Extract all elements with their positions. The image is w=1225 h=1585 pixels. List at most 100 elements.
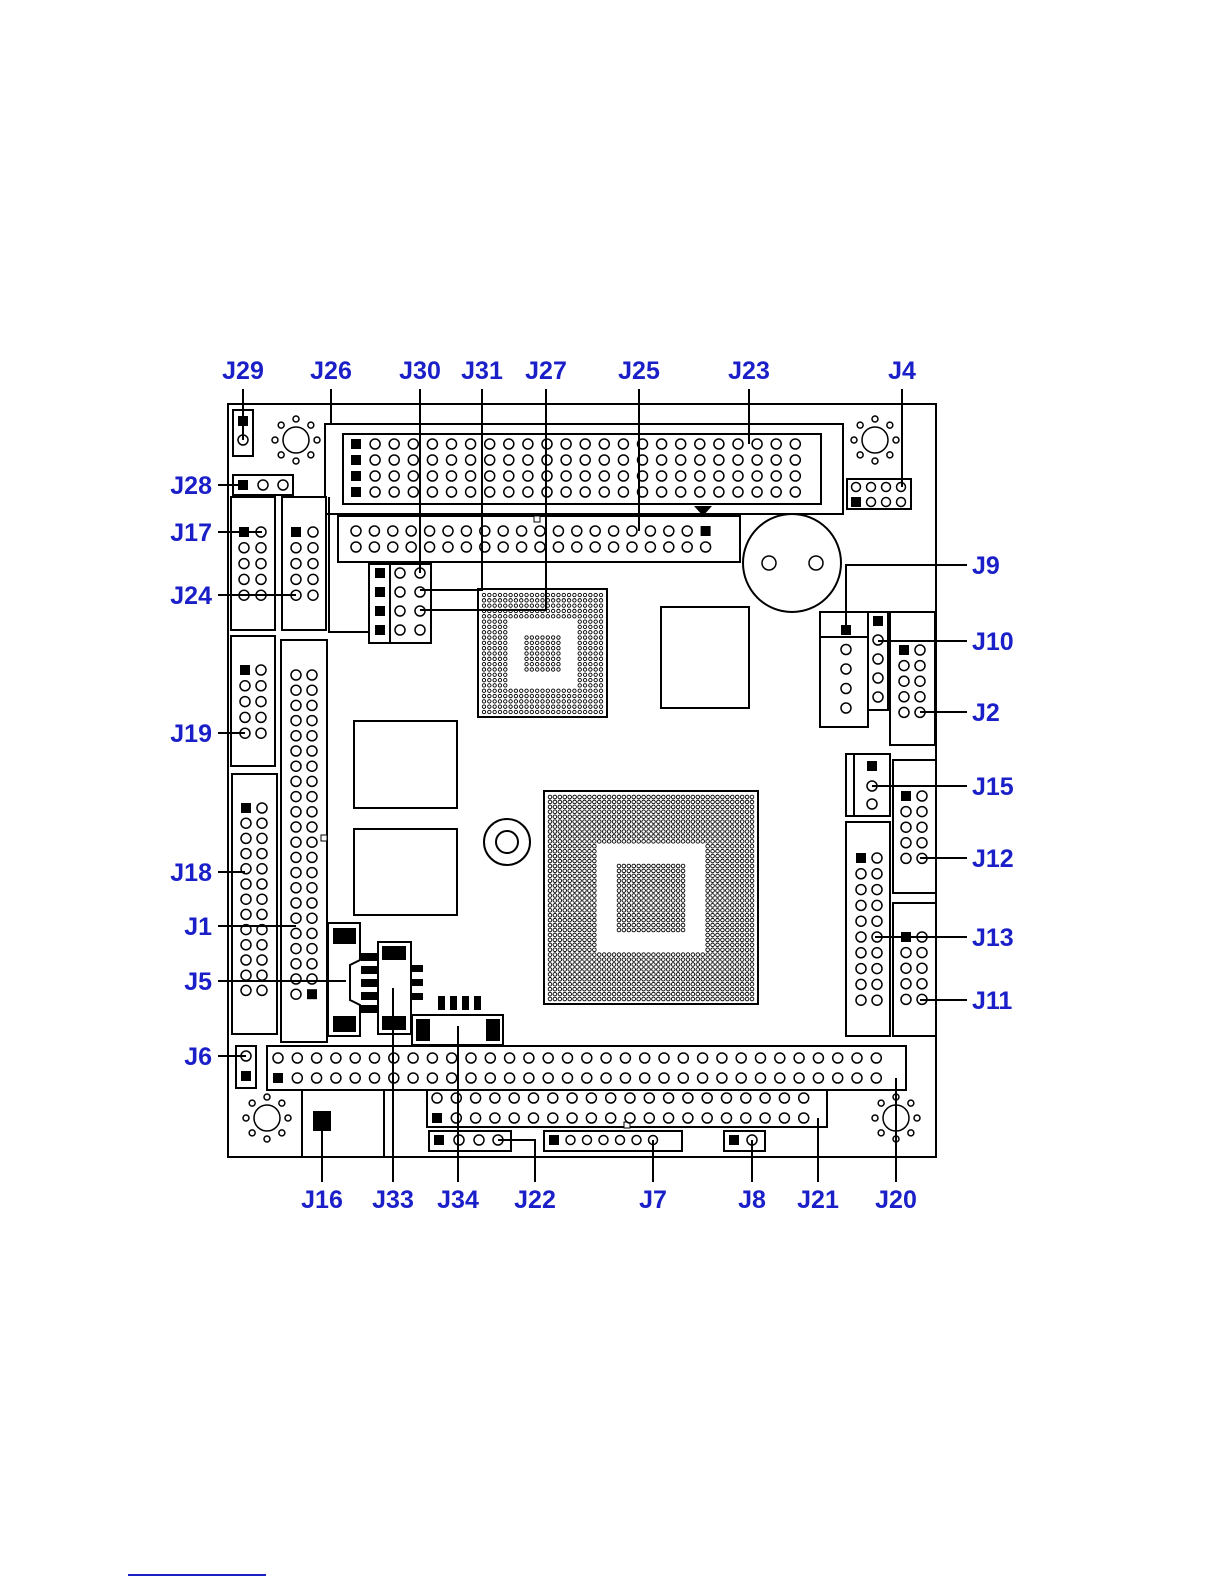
pin <box>553 526 563 536</box>
label-j28: J28 <box>170 472 212 500</box>
label-j8: J8 <box>738 1186 766 1214</box>
chip-c <box>354 829 457 915</box>
pin <box>307 837 317 847</box>
pin <box>714 487 724 497</box>
mounting-hole-via <box>249 1100 255 1106</box>
pin <box>395 606 405 616</box>
pin <box>370 1073 380 1083</box>
pin <box>627 526 637 536</box>
pin <box>722 1093 732 1103</box>
pin <box>917 963 927 973</box>
pin <box>657 439 667 449</box>
pin-1-square <box>291 527 301 537</box>
pin <box>256 543 266 553</box>
mounting-hole-via <box>278 422 284 428</box>
pin-1-square <box>549 1135 559 1145</box>
pin <box>308 574 318 584</box>
pin <box>466 1073 476 1083</box>
label-j21: J21 <box>797 1186 839 1214</box>
pin <box>471 1093 481 1103</box>
pin-1-square <box>701 526 711 536</box>
label-j10: J10 <box>972 628 1014 656</box>
pin <box>882 498 891 507</box>
pin <box>395 568 405 578</box>
pin <box>307 913 317 923</box>
pin <box>308 559 318 569</box>
pin <box>425 542 435 552</box>
j5-lead-1 <box>361 953 378 961</box>
mounting-hole-via <box>279 1100 285 1106</box>
pin <box>676 487 686 497</box>
pin <box>389 439 399 449</box>
mounting-hole-via <box>279 1130 285 1136</box>
pin <box>790 471 800 481</box>
pin <box>370 487 380 497</box>
pin <box>856 916 866 926</box>
pin <box>257 879 267 889</box>
pin-1-square <box>241 803 251 813</box>
pin <box>331 1053 341 1063</box>
pin <box>682 526 692 536</box>
label-j24: J24 <box>170 582 212 610</box>
pin <box>901 807 911 817</box>
pin <box>601 1053 611 1063</box>
j1-notch <box>321 835 327 841</box>
pin <box>775 1073 785 1083</box>
pin <box>901 963 911 973</box>
pin <box>901 994 911 1004</box>
pin <box>447 1053 457 1063</box>
pin <box>664 1113 674 1123</box>
pin <box>683 1093 693 1103</box>
j34-lead-1 <box>438 996 445 1010</box>
pin <box>599 439 609 449</box>
pin <box>504 471 514 481</box>
pin <box>872 948 882 958</box>
pin <box>627 542 637 552</box>
pin <box>291 898 301 908</box>
pin <box>586 1113 596 1123</box>
pin <box>872 853 882 863</box>
pin <box>432 1093 442 1103</box>
pin <box>291 959 301 969</box>
j25-notch <box>534 516 540 522</box>
j33-lead-3 <box>411 993 423 1000</box>
battery-hole-a <box>762 556 776 570</box>
pin <box>620 1053 630 1063</box>
pin <box>548 1093 558 1103</box>
pin <box>625 1113 635 1123</box>
pin <box>915 692 925 702</box>
j34-pad-right <box>486 1019 500 1041</box>
pin <box>741 1093 751 1103</box>
pin <box>240 697 250 707</box>
pin <box>307 700 317 710</box>
pin <box>917 979 927 989</box>
pin <box>291 883 301 893</box>
pin <box>676 455 686 465</box>
pin <box>752 439 762 449</box>
pin <box>257 970 267 980</box>
pin <box>915 645 925 655</box>
pin <box>291 822 301 832</box>
pin <box>664 542 674 552</box>
pin <box>370 455 380 465</box>
pin <box>427 471 437 481</box>
pin <box>291 792 301 802</box>
pin <box>561 455 571 465</box>
j33-pad-top <box>382 946 406 960</box>
mounting-hole-via <box>308 422 314 428</box>
pin <box>505 1073 515 1083</box>
pin <box>790 455 800 465</box>
pin <box>395 625 405 635</box>
pin <box>256 559 266 569</box>
pin <box>291 776 301 786</box>
pin <box>466 471 476 481</box>
pin <box>307 928 317 938</box>
pin <box>291 685 301 695</box>
pin <box>867 483 876 492</box>
mounting-hole-via <box>314 437 320 443</box>
pin <box>443 542 453 552</box>
pin <box>307 716 317 726</box>
pin <box>572 542 582 552</box>
mounting-hole-via <box>272 437 278 443</box>
